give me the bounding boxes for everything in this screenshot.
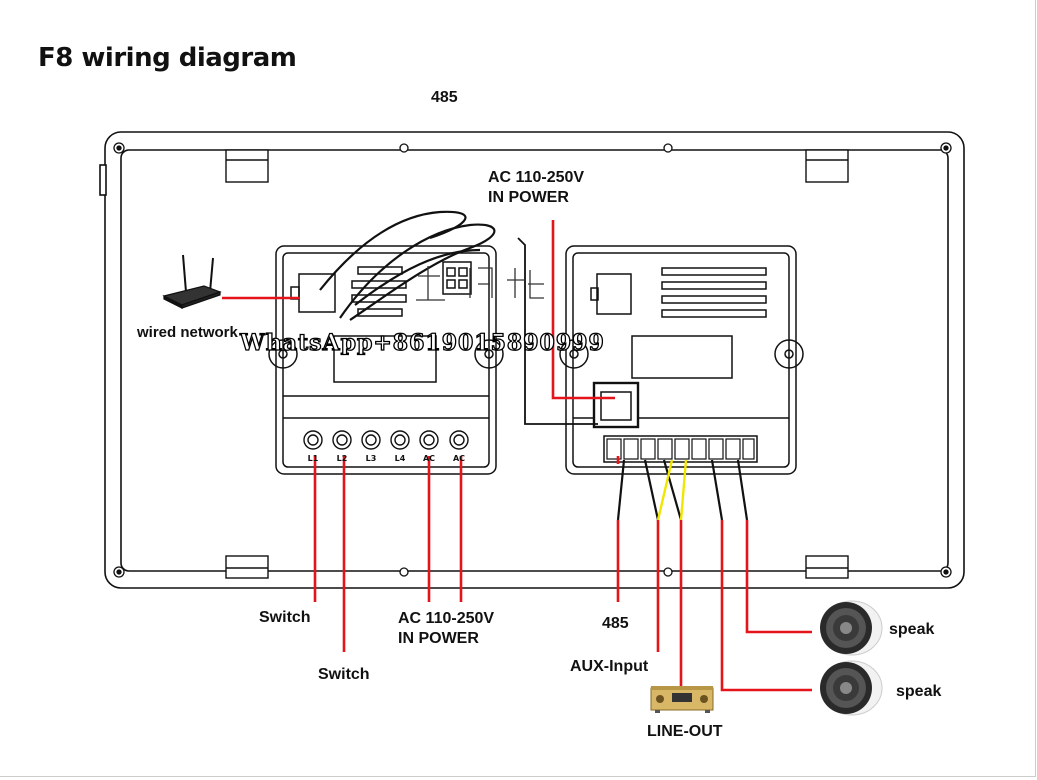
red-wires — [222, 220, 812, 692]
label-switch-2: Switch — [318, 666, 370, 683]
terminal-label: L2 — [336, 454, 348, 463]
aux-yellow-wires — [656, 459, 688, 521]
label-wired-network: wired network — [137, 324, 238, 341]
watermark-text: WhatsApp+8619015890999 — [239, 329, 605, 356]
amplifier-icon — [650, 686, 714, 713]
watermark-chars — [416, 266, 544, 301]
label-speak-2: speak — [896, 683, 942, 700]
label-speak-1: speak — [889, 621, 935, 638]
label-switch-1: Switch — [259, 609, 311, 626]
panel-tabs — [225, 149, 849, 579]
label-line-out: LINE-OUT — [647, 723, 723, 740]
label-ac-power-bottom-line1: AC 110-250V — [398, 610, 495, 627]
vent-left — [351, 266, 407, 317]
speaker-icon — [820, 600, 883, 656]
panel-screws — [113, 142, 952, 578]
label-ac-power-top-line1: AC 110-250V — [488, 169, 585, 186]
terminal-label: L3 — [365, 454, 377, 463]
terminal-label: AC — [452, 454, 466, 463]
panel-body — [99, 131, 965, 589]
left-terminals — [303, 430, 469, 450]
black-ac-wire — [517, 237, 598, 425]
label-485-bottom: 485 — [602, 615, 629, 632]
router-icon — [162, 254, 222, 309]
terminal-label: L1 — [307, 454, 319, 463]
right-module — [559, 245, 804, 475]
label-ac-power-top-line2: IN POWER — [488, 189, 569, 206]
terminal-leads — [616, 459, 749, 521]
terminal-label: AC — [422, 454, 436, 463]
label-ac-power-bottom-line2: IN POWER — [398, 630, 479, 647]
terminal-label: L4 — [394, 454, 406, 463]
watermark-scribble — [319, 210, 496, 321]
speaker-icon — [820, 660, 883, 716]
label-aux-input: AUX-Input — [570, 658, 649, 675]
page-title: F8 wiring diagram — [38, 43, 297, 73]
vent-right — [661, 267, 767, 318]
label-485-top: 485 — [431, 89, 458, 106]
